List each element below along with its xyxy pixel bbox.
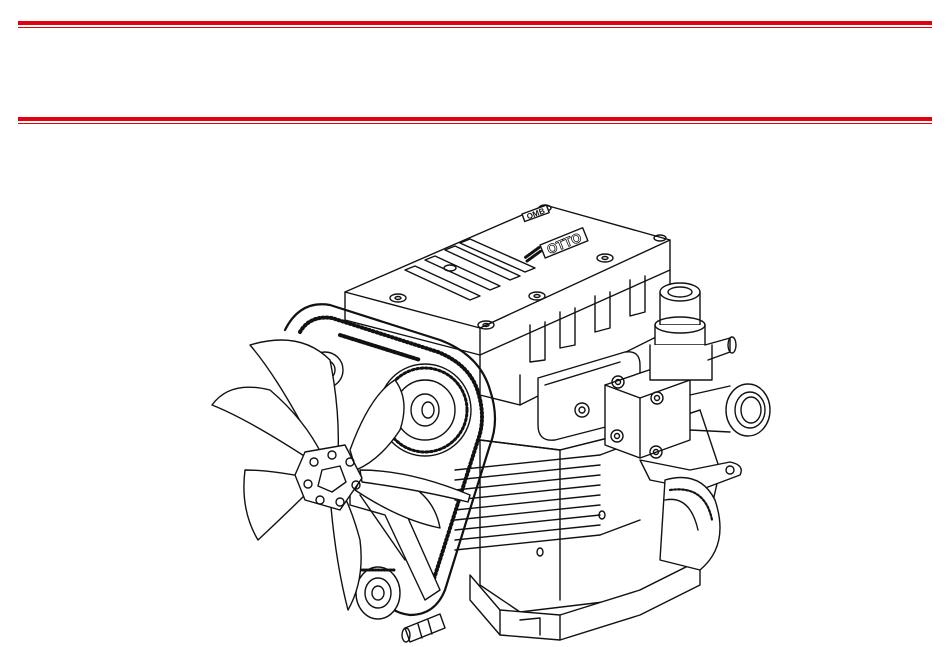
fan-blade [350,380,404,470]
drain-nozzle [402,614,445,642]
fan-blade [330,492,361,610]
crank-pulley [356,567,400,619]
